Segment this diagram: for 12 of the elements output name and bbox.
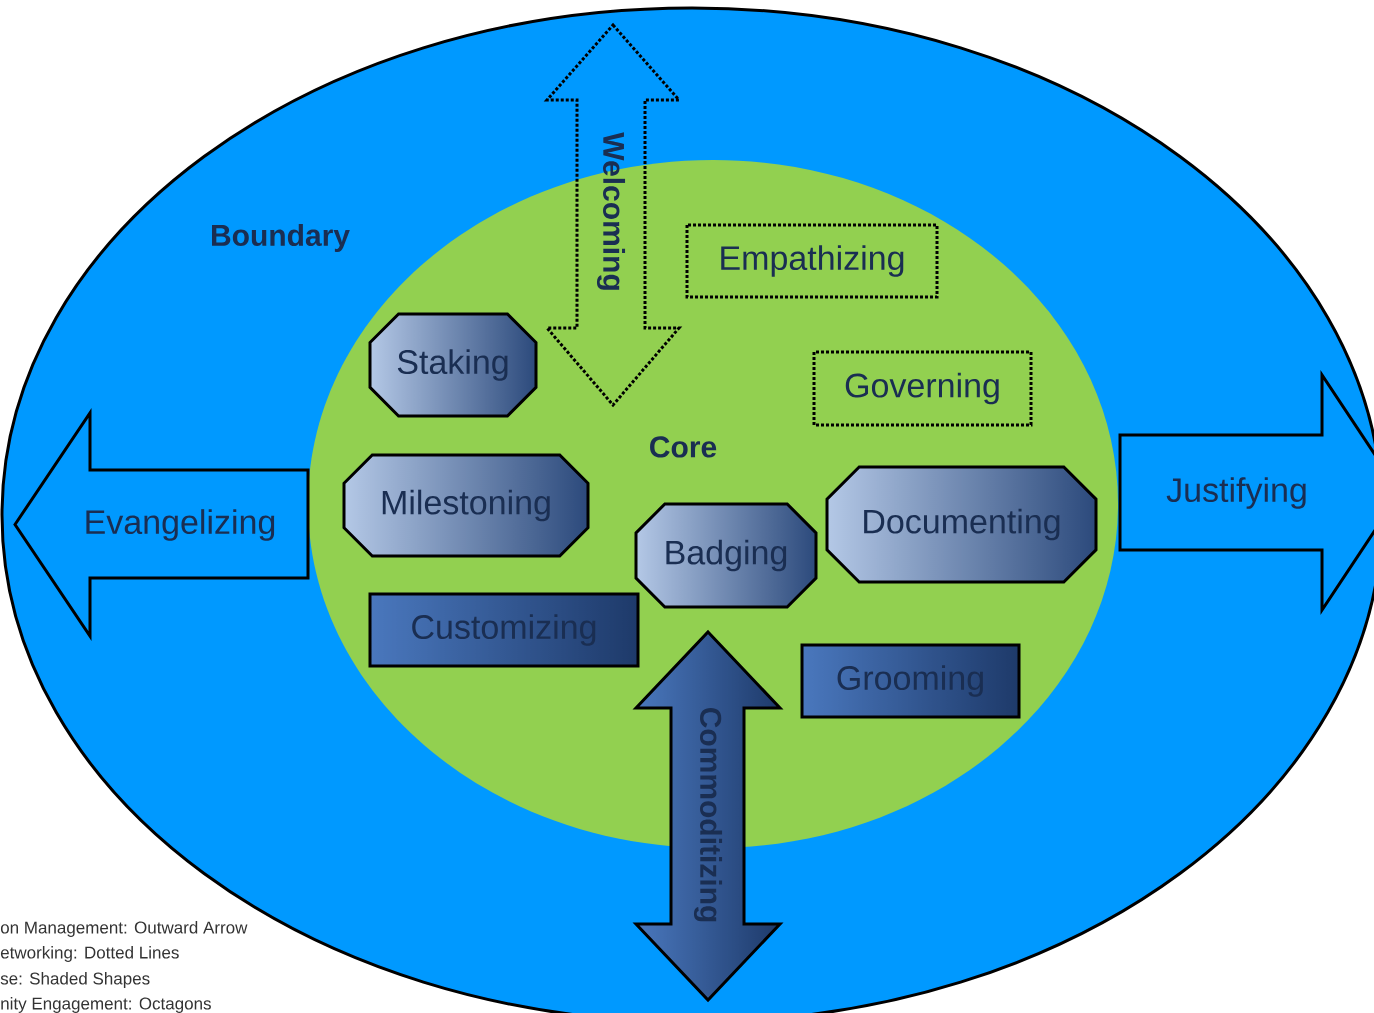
dotted-box: Governing [812,350,1033,427]
octagon: Staking [368,312,538,418]
legend-text: on Management: Outward Arrow [0,921,248,937]
legend-text: etworking: Dotted Lines [0,946,179,962]
legend-text: nity Engagement: Octagons [1,997,211,1013]
octagon: Badging [634,502,818,609]
shaded-box: Customizing [368,592,640,668]
shaded-box: Grooming [800,643,1021,719]
legend-text: se: Shaded Shapes [0,972,150,988]
octagon: Milestoning [342,453,590,558]
dotted-box: Empathizing [685,223,939,299]
octagon: Documenting [825,465,1098,584]
